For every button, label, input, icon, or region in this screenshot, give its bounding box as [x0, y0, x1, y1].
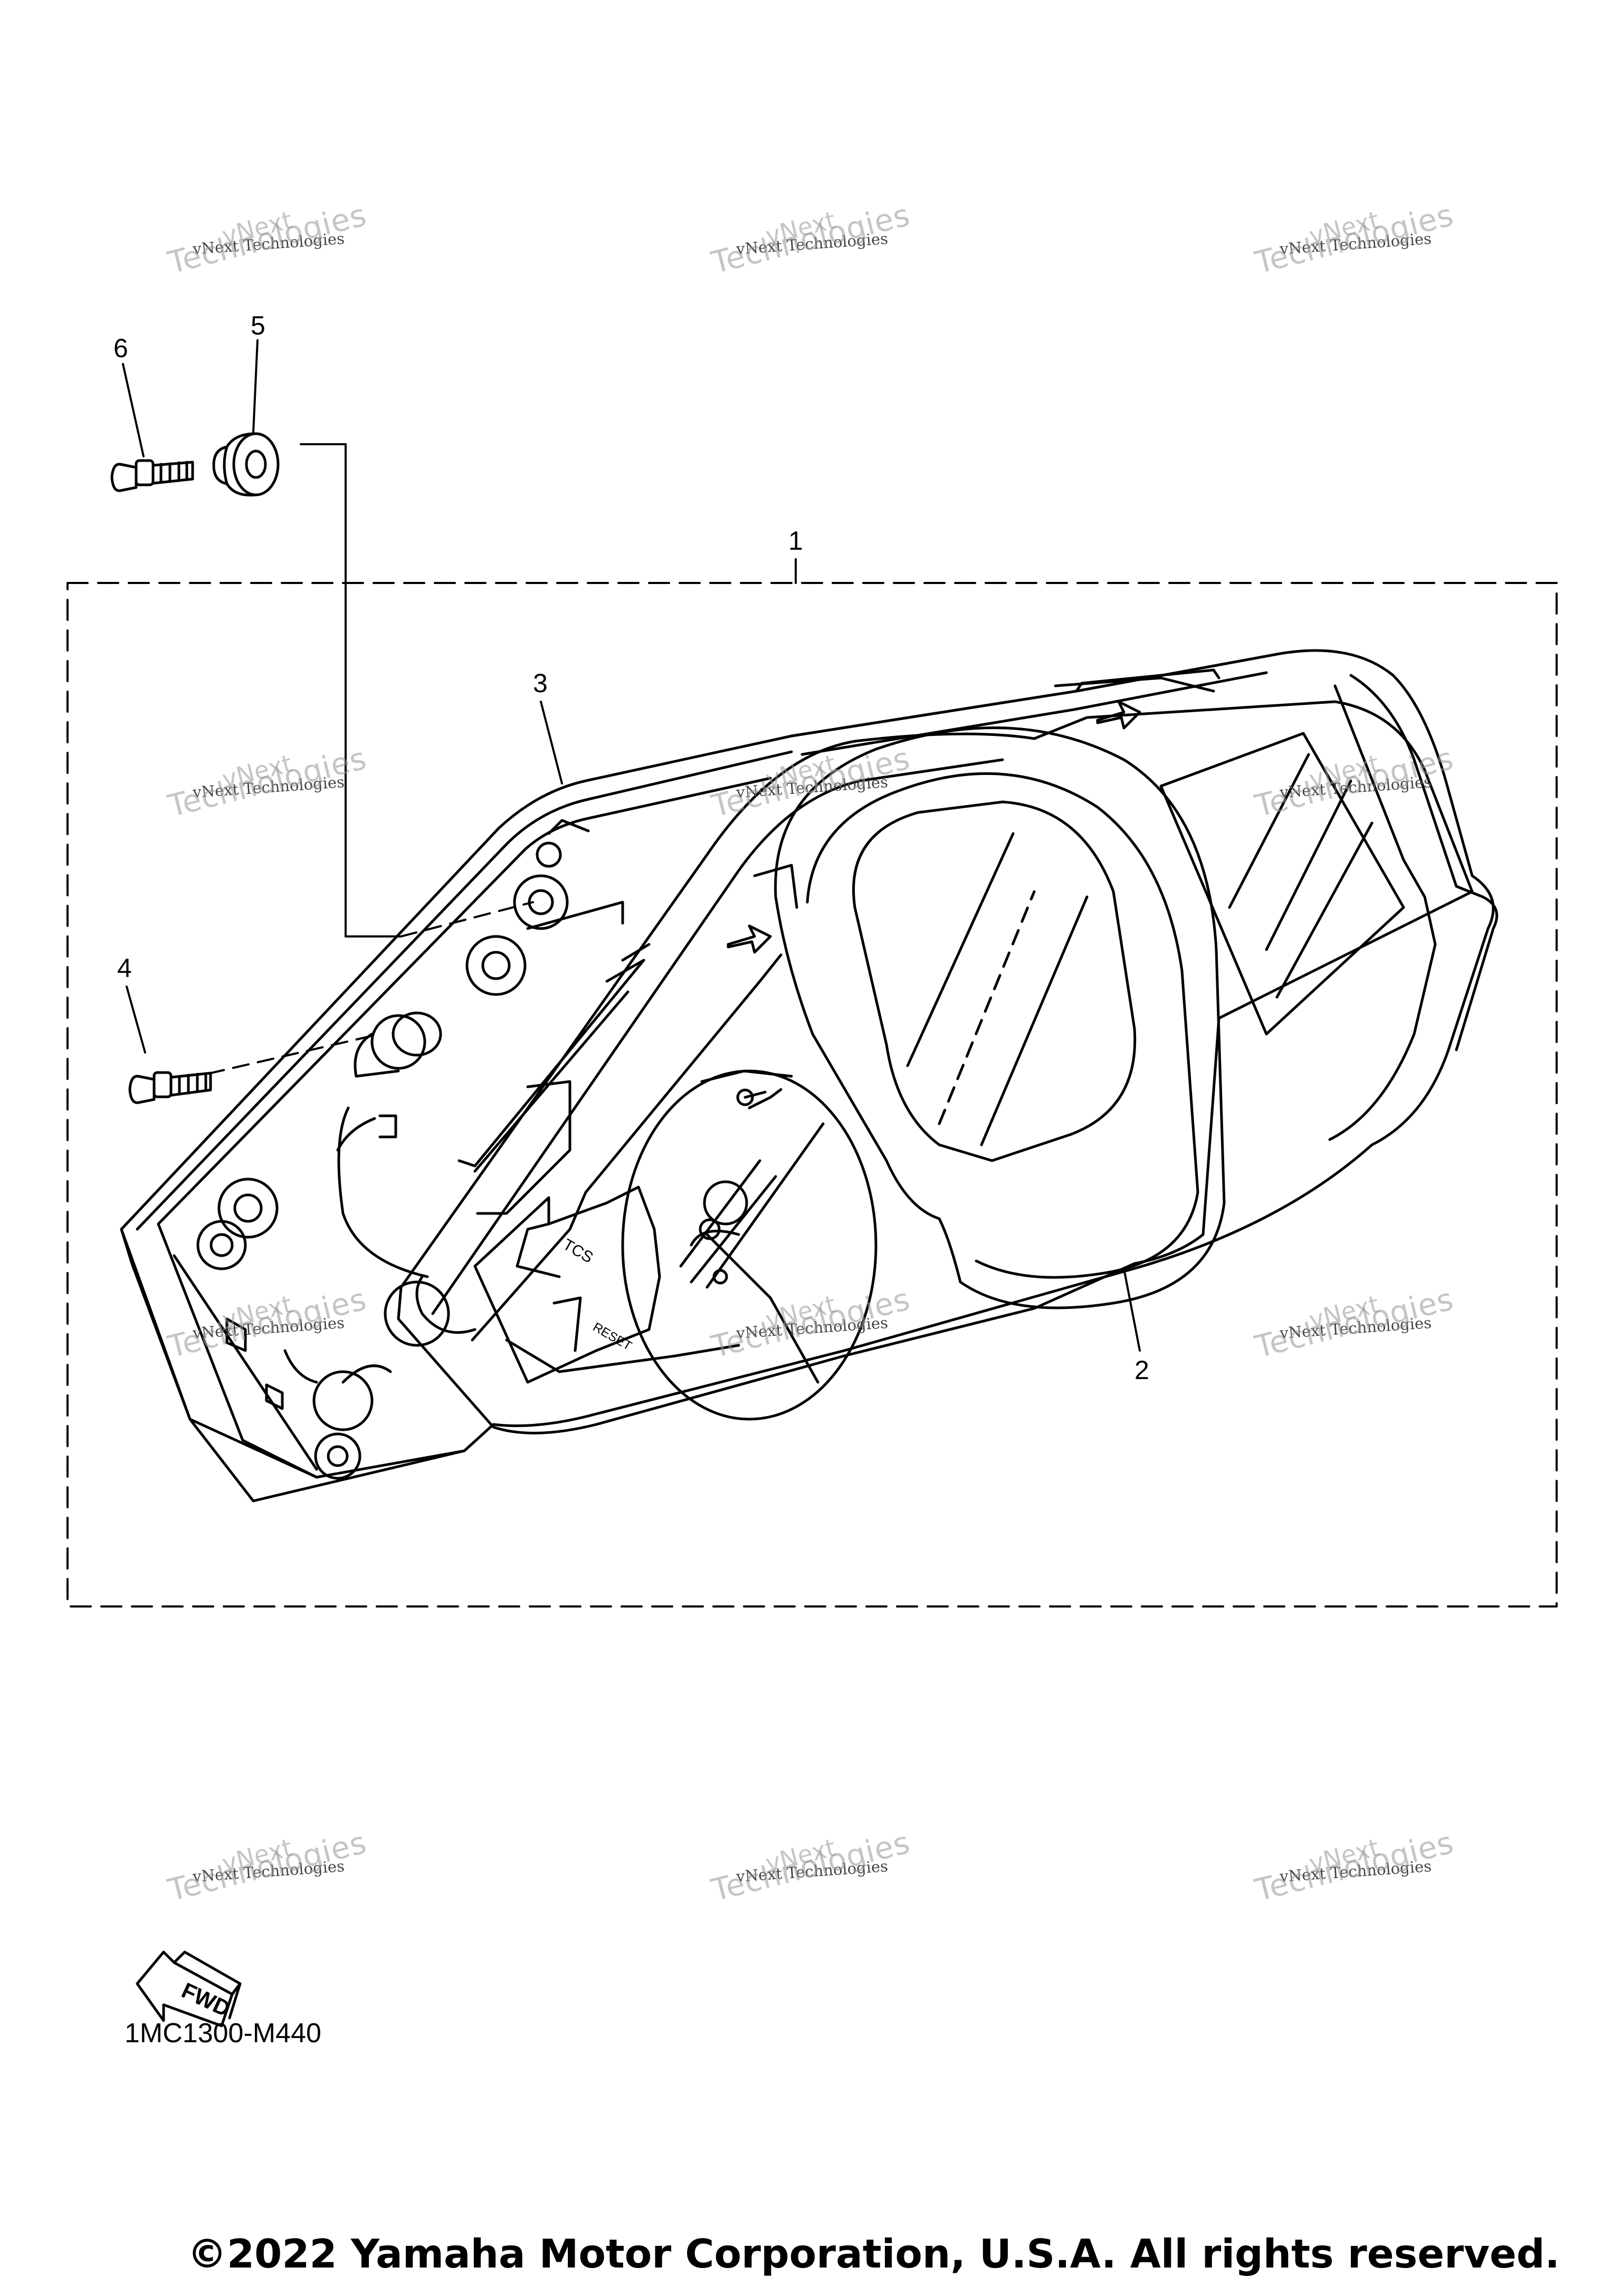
meter-rear-case-3: [120, 649, 1499, 1503]
screw-4: [128, 1071, 212, 1104]
screw-reference-dash: [207, 1033, 381, 1075]
leader-line-5: [252, 339, 259, 434]
callout-4: 4: [117, 953, 132, 983]
callout-5: 5: [251, 311, 265, 340]
screw-6: [110, 459, 194, 492]
leader-line-6: [122, 363, 145, 457]
copyright-notice: ©2022 Yamaha Motor Corporation, U.S.A. A…: [187, 2231, 1560, 2277]
callout-1: 1: [788, 526, 803, 556]
grommet-reference-line: [300, 443, 402, 937]
callout-3: 3: [533, 668, 548, 698]
grommet-5: [212, 432, 280, 497]
fwd-label: FWD: [178, 1978, 234, 2022]
leader-line-4: [126, 986, 146, 1054]
callout-6: 6: [113, 333, 128, 363]
drawing-code: 1MC1300-M440: [125, 2018, 321, 2049]
fwd-arrow: [136, 1950, 242, 2027]
meter-front-cover-2: [397, 676, 1474, 1434]
leader-line-3: [540, 701, 563, 785]
grommet-reference-dash: [400, 901, 534, 937]
assembly-dashed-box: [66, 582, 1558, 1608]
callout-2: 2: [1134, 1355, 1149, 1385]
leader-line-2: [1123, 1268, 1141, 1352]
